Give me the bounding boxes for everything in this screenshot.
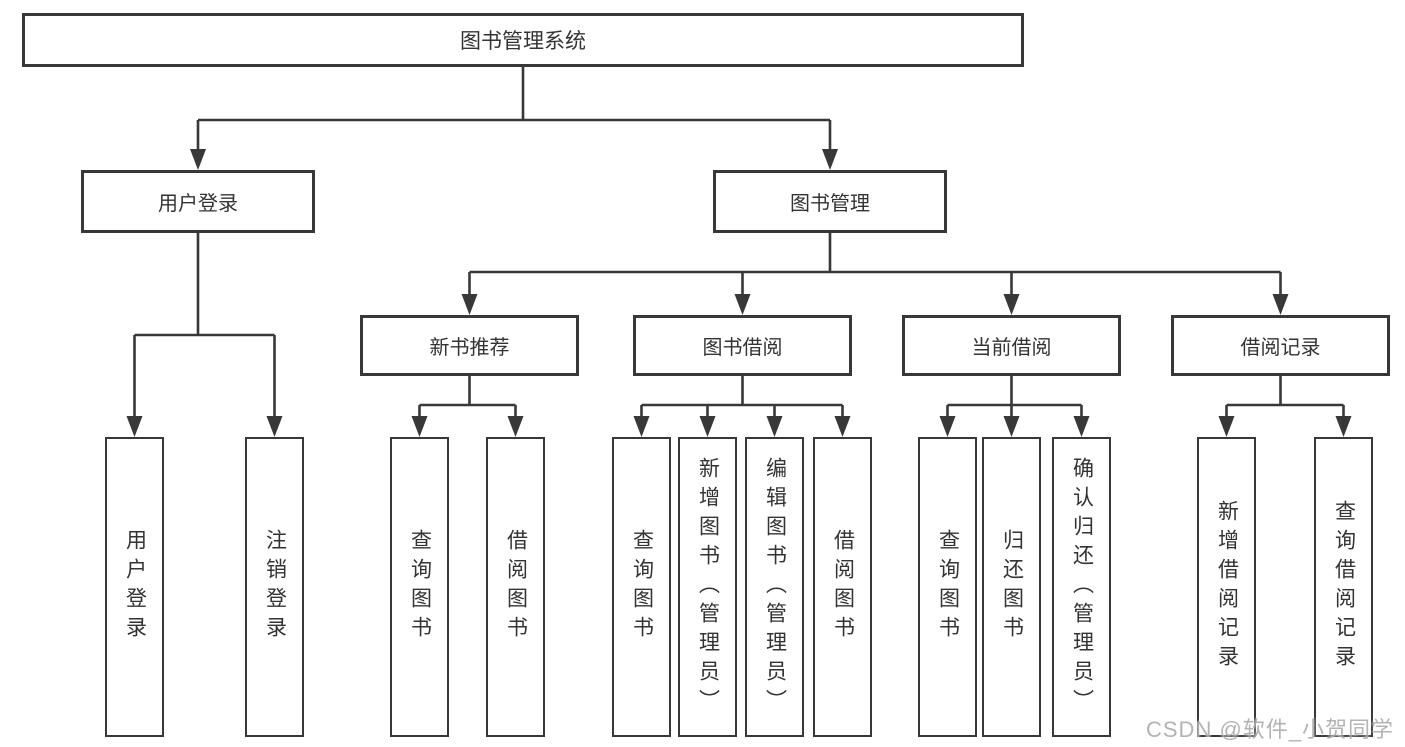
leaf-query-books-3: 查询图书 (918, 437, 977, 737)
node-current-borrow: 当前借阅 (902, 315, 1121, 376)
leaf-query-books-1-label: 查询图书 (408, 529, 432, 645)
leaf-borrow-books-1: 借阅图书 (486, 437, 545, 737)
leaf-borrow-books-2: 借阅图书 (813, 437, 872, 737)
leaf-add-book-admin-label: 新增图书（管理员） (696, 456, 720, 718)
node-root-system: 图书管理系统 (22, 13, 1024, 67)
leaf-return-book: 归还图书 (982, 437, 1041, 737)
node-new-book-recommend: 新书推荐 (360, 315, 579, 376)
leaf-edit-book-admin: 编辑图书（管理员） (745, 437, 804, 737)
leaf-query-books-2-label: 查询图书 (630, 529, 654, 645)
leaf-add-borrow-record-label: 新增借阅记录 (1215, 500, 1239, 674)
node-book-management: 图书管理 (713, 170, 947, 233)
leaf-confirm-return-admin-label: 确认归还（管理员） (1070, 456, 1094, 718)
leaf-logout: 注销登录 (245, 437, 304, 737)
node-user-login: 用户登录 (81, 170, 315, 233)
leaf-query-borrow-record: 查询借阅记录 (1314, 437, 1373, 737)
leaf-query-borrow-record-label: 查询借阅记录 (1332, 500, 1356, 674)
leaf-query-books-1: 查询图书 (390, 437, 449, 737)
leaf-edit-book-admin-label: 编辑图书（管理员） (763, 456, 787, 718)
csdn-watermark: CSDN @软件_小贺同学 (1146, 717, 1395, 742)
leaf-user-login-label: 用户登录 (123, 529, 147, 645)
leaf-logout-label: 注销登录 (263, 529, 287, 645)
leaf-borrow-books-2-label: 借阅图书 (831, 529, 855, 645)
leaf-query-books-3-label: 查询图书 (936, 529, 960, 645)
leaf-add-borrow-record: 新增借阅记录 (1197, 437, 1256, 737)
leaf-borrow-books-1-label: 借阅图书 (504, 529, 528, 645)
arrowheads (126, 149, 1352, 437)
leaf-query-books-2: 查询图书 (612, 437, 671, 737)
node-book-borrow: 图书借阅 (633, 315, 852, 376)
node-borrow-records: 借阅记录 (1171, 315, 1390, 376)
leaf-user-login: 用户登录 (105, 437, 164, 737)
leaf-add-book-admin: 新增图书（管理员） (678, 437, 737, 737)
leaf-return-book-label: 归还图书 (1000, 529, 1024, 645)
leaf-confirm-return-admin: 确认归还（管理员） (1052, 437, 1111, 737)
